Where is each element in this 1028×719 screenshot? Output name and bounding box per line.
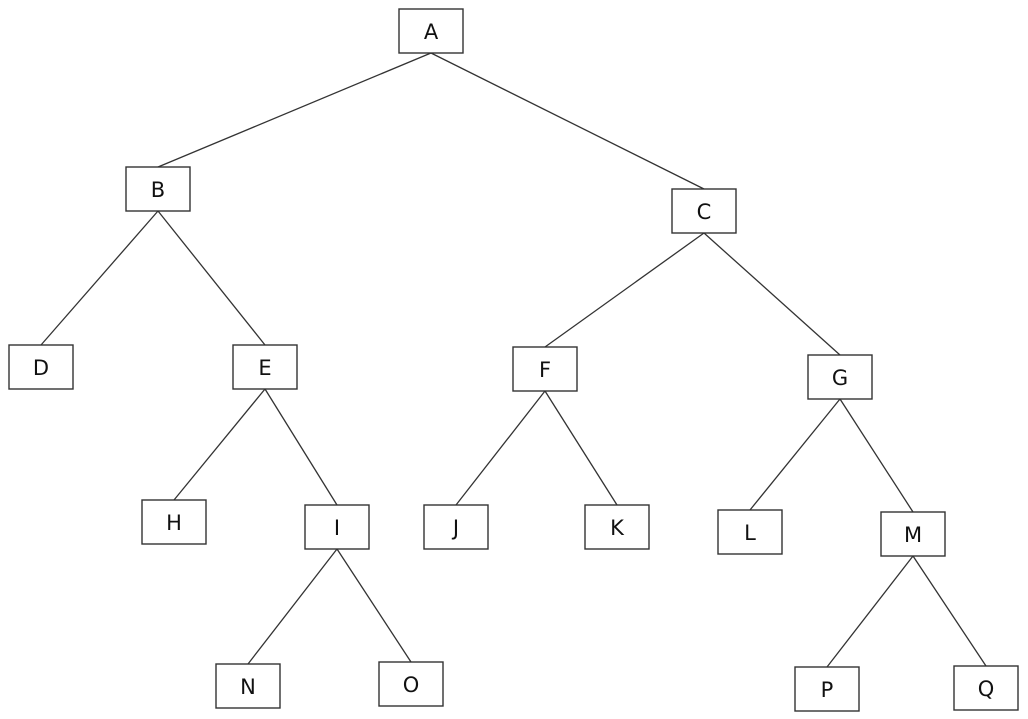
- edge-m-q: [912, 555, 987, 667]
- node-box-i: [304, 504, 370, 550]
- node-label-m: M: [904, 523, 922, 547]
- node-j: J: [423, 504, 489, 550]
- edge-a-c: [430, 52, 705, 190]
- node-label-h: H: [166, 511, 182, 535]
- node-box-d: [8, 344, 74, 390]
- node-label-k: K: [610, 516, 625, 540]
- node-k: K: [584, 504, 650, 550]
- node-label-c: C: [697, 200, 712, 224]
- edge-g-m: [839, 398, 914, 513]
- node-label-a: A: [424, 20, 439, 44]
- node-label-f: F: [539, 358, 551, 382]
- node-box-n: [215, 663, 281, 709]
- node-label-e: E: [258, 356, 271, 380]
- node-label-l: L: [744, 521, 756, 545]
- node-c: C: [671, 188, 737, 234]
- node-o: O: [378, 661, 444, 707]
- node-l: L: [717, 509, 783, 555]
- node-h: H: [141, 499, 207, 545]
- node-label-g: G: [832, 366, 848, 390]
- edge-i-n: [247, 548, 338, 665]
- node-label-o: O: [403, 673, 420, 697]
- node-label-j: J: [451, 516, 459, 540]
- edge-m-p: [826, 555, 914, 668]
- tree-edges: [40, 52, 987, 668]
- edge-a-b: [157, 52, 432, 168]
- node-box-a: [398, 8, 464, 54]
- node-a: A: [398, 8, 464, 54]
- node-box-f: [512, 346, 578, 392]
- node-box-j: [423, 504, 489, 550]
- edge-f-j: [455, 390, 546, 506]
- node-box-q: [953, 665, 1019, 711]
- node-box-h: [141, 499, 207, 545]
- node-q: Q: [953, 665, 1019, 711]
- node-box-b: [125, 166, 191, 212]
- node-box-p: [794, 666, 860, 712]
- node-i: I: [304, 504, 370, 550]
- edge-b-d: [40, 210, 159, 346]
- node-box-o: [378, 661, 444, 707]
- node-box-k: [584, 504, 650, 550]
- node-label-d: D: [33, 356, 49, 380]
- node-f: F: [512, 346, 578, 392]
- node-p: P: [794, 666, 860, 712]
- node-g: G: [807, 354, 873, 400]
- edge-e-i: [264, 388, 338, 506]
- node-b: B: [125, 166, 191, 212]
- tree-nodes: A B C D E F G H I J K L M N O P Q: [8, 8, 1019, 712]
- node-d: D: [8, 344, 74, 390]
- node-n: N: [215, 663, 281, 709]
- node-label-q: Q: [978, 677, 995, 701]
- node-box-g: [807, 354, 873, 400]
- node-box-m: [880, 511, 946, 557]
- edge-c-g: [703, 232, 841, 356]
- edge-i-o: [336, 548, 412, 663]
- node-label-n: N: [240, 675, 256, 699]
- node-label-b: B: [151, 178, 165, 202]
- edge-b-e: [157, 210, 266, 346]
- node-label-p: P: [821, 678, 834, 702]
- node-m: M: [880, 511, 946, 557]
- node-box-c: [671, 188, 737, 234]
- edge-e-h: [173, 388, 266, 501]
- node-box-e: [232, 344, 298, 390]
- node-box-l: [717, 509, 783, 555]
- node-label-i: I: [334, 516, 340, 540]
- edge-g-l: [749, 398, 841, 511]
- edge-c-f: [544, 232, 705, 348]
- node-e: E: [232, 344, 298, 390]
- edge-f-k: [544, 390, 618, 506]
